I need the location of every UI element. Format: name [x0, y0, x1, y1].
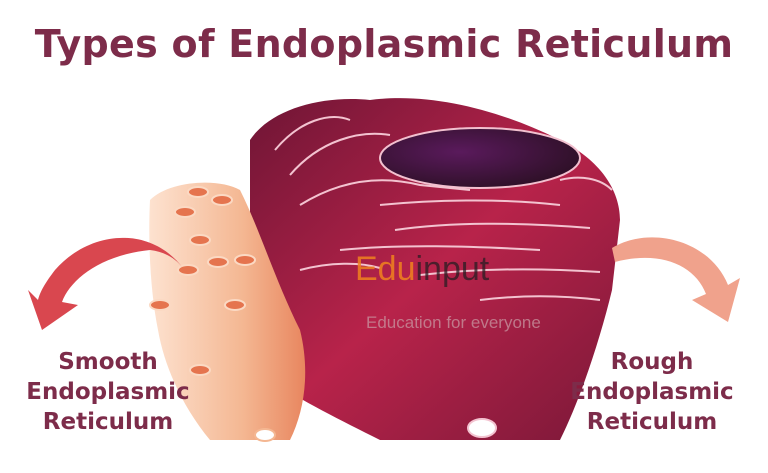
rough-er-shape: [249, 98, 620, 440]
arrow-left-icon: [28, 237, 183, 330]
smooth-label-line2: Endoplasmic: [26, 379, 190, 405]
watermark-input: input: [415, 250, 490, 288]
smooth-label-line1: Smooth: [58, 349, 158, 375]
watermark-brand: Eduinput: [355, 250, 489, 289]
rough-er-label: Rough Endoplasmic Reticulum: [562, 347, 742, 437]
rough-label-line3: Reticulum: [586, 409, 718, 435]
smooth-label-line3: Reticulum: [42, 409, 174, 435]
smooth-er-shape: [149, 182, 306, 442]
smooth-er-label: Smooth Endoplasmic Reticulum: [18, 347, 198, 437]
rough-label-line1: Rough: [610, 349, 694, 375]
watermark-edu: Edu: [355, 250, 416, 288]
page-title: Types of Endoplasmic Reticulum: [34, 22, 734, 66]
rough-label-line2: Endoplasmic: [570, 379, 734, 405]
arrow-right-icon: [612, 237, 740, 322]
watermark-tagline: Education for everyone: [366, 313, 541, 332]
